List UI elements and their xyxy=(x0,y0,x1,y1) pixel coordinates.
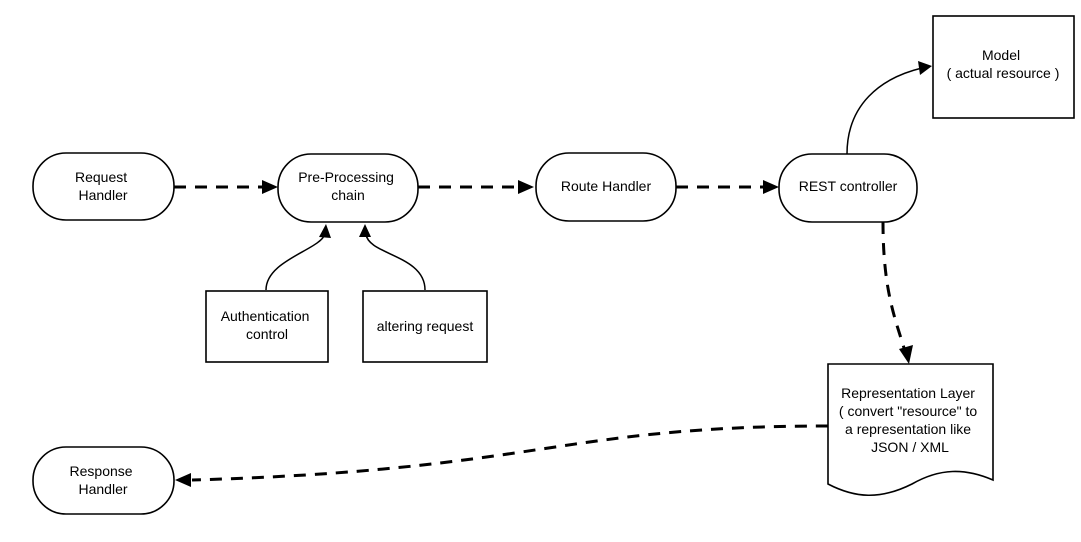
node-label: Authentication xyxy=(221,308,310,324)
node-response-handler: Response Handler xyxy=(32,446,175,515)
node-request-handler: Request Handler xyxy=(32,152,175,221)
edge-representation-to-response xyxy=(191,424,829,482)
node-label: control xyxy=(246,326,288,342)
arrowhead-representation xyxy=(899,345,913,364)
svg-text:REST controller: REST controller xyxy=(799,178,898,194)
edge-auth-to-preprocessing xyxy=(265,233,326,291)
arrowhead-route xyxy=(518,180,534,194)
node-label: ( convert "resource" to xyxy=(839,403,978,419)
arrowhead-preprocessing xyxy=(262,180,278,194)
svg-text:altering request: altering request xyxy=(377,318,474,334)
node-label: Route Handler xyxy=(561,178,652,194)
node-label: Handler xyxy=(78,481,127,497)
node-label: Model xyxy=(982,47,1020,63)
svg-text:Pre-Processing chain: Pre-Processing chain xyxy=(298,169,398,203)
node-label: chain xyxy=(331,187,364,203)
node-representation-layer: Representation Layer ( convert "resource… xyxy=(827,363,994,497)
node-label: a representation like xyxy=(845,421,971,437)
arrowhead-auth xyxy=(319,224,331,238)
node-authentication-control: Authentication control xyxy=(205,290,329,363)
svg-text:Request Handler: Request Handler xyxy=(75,169,131,203)
node-label: ( actual resource ) xyxy=(947,65,1060,81)
arrowhead-response xyxy=(175,473,191,487)
node-route-handler: Route Handler xyxy=(535,152,677,222)
edge-rest-to-representation xyxy=(881,221,906,349)
node-altering-request: altering request xyxy=(362,290,488,363)
arrowhead-altering xyxy=(359,224,371,237)
node-label: JSON / XML xyxy=(871,439,949,455)
node-label: REST controller xyxy=(799,178,898,194)
node-label: altering request xyxy=(377,318,474,334)
svg-text:Model ( actual resource: Model ( actual resource ) xyxy=(947,47,1060,81)
arrowhead-model xyxy=(918,61,932,75)
node-model: Model ( actual resource ) xyxy=(932,15,1075,119)
arrowhead-rest xyxy=(763,180,779,194)
svg-text:Route Handler: Route Handler xyxy=(561,178,652,194)
svg-text:Response Handler: Response Handler xyxy=(70,463,137,497)
svg-text:Authentication control: Authentication control xyxy=(221,308,314,342)
node-preprocessing-chain: Pre-Processing chain xyxy=(277,153,419,223)
node-label: Response xyxy=(70,463,133,479)
node-label: Representation Layer xyxy=(841,385,975,401)
node-rest-controller: REST controller xyxy=(778,153,918,223)
edge-altering-to-preprocessing xyxy=(365,233,426,291)
node-label: Handler xyxy=(78,187,127,203)
svg-text:Representation Layer ( c: Representation Layer ( convert "resource… xyxy=(839,385,981,455)
node-label: Request xyxy=(75,169,127,185)
edge-rest-to-model xyxy=(846,67,923,155)
node-label: Pre-Processing xyxy=(298,169,394,185)
